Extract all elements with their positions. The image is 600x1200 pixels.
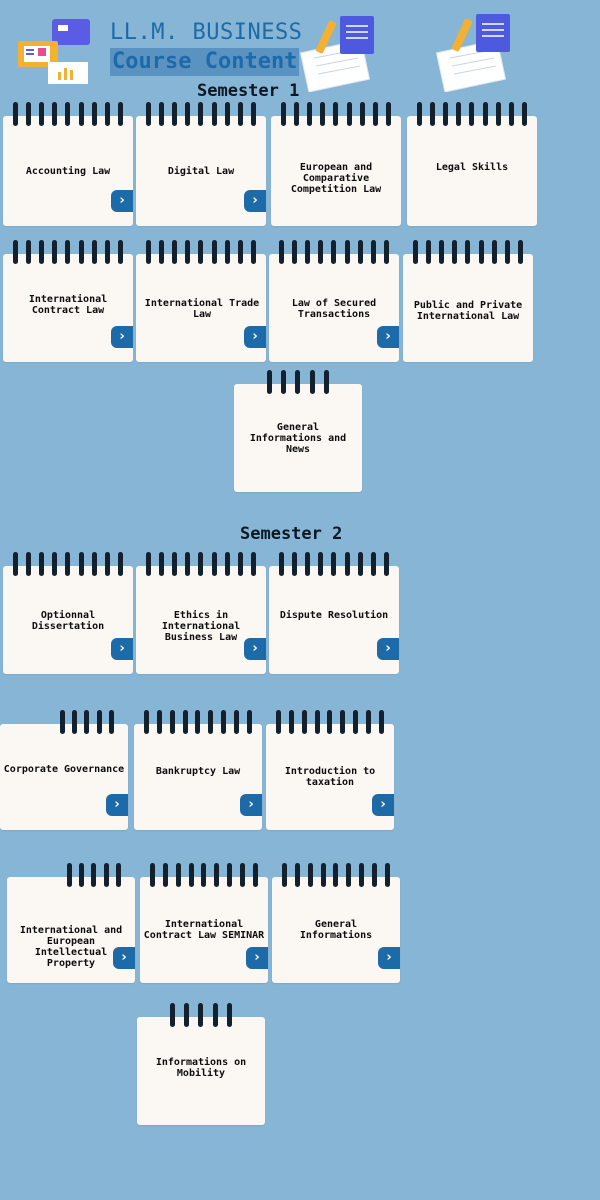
course-card-mobility[interactable]: Informations on Mobility [137, 1003, 265, 1125]
spiral-rings [134, 710, 262, 736]
course-card-international-trade-law[interactable]: International Trade Law › [136, 240, 266, 362]
course-title: General Informations [299, 919, 373, 941]
course-card-introduction-taxation[interactable]: Introduction to taxation › [266, 710, 394, 830]
chevron-right-icon[interactable]: › [111, 190, 133, 212]
spiral-rings [272, 863, 400, 889]
spiral-rings [269, 240, 399, 266]
course-title: Dispute Resolution [279, 610, 389, 621]
course-card-intellectual-property[interactable]: International and European Intellectual … [7, 863, 135, 983]
course-card-bankruptcy-law[interactable]: Bankruptcy Law › [134, 710, 262, 830]
spiral-rings [3, 102, 133, 128]
spiral-rings [403, 240, 533, 266]
spiral-rings [269, 552, 399, 578]
course-card-optionnal-dissertation[interactable]: Optionnal Dissertation › [3, 552, 133, 674]
spiral-rings [407, 102, 537, 128]
chevron-right-icon[interactable]: › [378, 947, 400, 969]
chevron-right-icon[interactable]: › [106, 794, 128, 816]
page-title-line1: LL.M. BUSINESS [110, 20, 303, 45]
spiral-rings [136, 102, 266, 128]
spiral-rings [256, 370, 340, 396]
course-title: Bankruptcy Law [155, 766, 241, 777]
course-title: Introduction to taxation [284, 766, 376, 788]
chevron-right-icon[interactable]: › [111, 326, 133, 348]
course-card-legal-skills[interactable]: Legal Skills [407, 102, 537, 226]
course-title: Digital Law [167, 166, 235, 177]
course-card-competition-law[interactable]: European and Comparative Competition Law [271, 102, 401, 226]
course-card-digital-law[interactable]: Digital Law › [136, 102, 266, 226]
course-title: Corporate Governance [3, 764, 125, 775]
course-title: Accounting Law [25, 166, 111, 177]
spiral-rings [271, 102, 401, 128]
course-card-international-contract-law[interactable]: International Contract Law › [3, 240, 133, 362]
business-illustration-icon [18, 19, 90, 84]
spiral-rings [136, 240, 266, 266]
course-card-corporate-governance[interactable]: Corporate Governance › [0, 710, 128, 830]
spiral-rings [136, 552, 266, 578]
course-card-secured-transactions[interactable]: Law of Secured Transactions › [269, 240, 399, 362]
chevron-right-icon[interactable]: › [240, 794, 262, 816]
spiral-rings [50, 710, 124, 736]
course-title: Legal Skills [435, 162, 509, 173]
course-title: International Trade Law [144, 298, 260, 320]
course-card-accounting-law[interactable]: Accounting Law › [3, 102, 133, 226]
course-title: Public and Private International Law [413, 300, 523, 322]
notepad-pencil-icon [435, 14, 510, 93]
chevron-right-icon[interactable]: › [246, 947, 268, 969]
course-title: European and Comparative Competition Law [290, 162, 382, 195]
chevron-right-icon[interactable]: › [377, 326, 399, 348]
course-card-public-private-international-law[interactable]: Public and Private International Law [403, 240, 533, 362]
course-card-contract-law-seminar[interactable]: International Contract Law SEMINAR › [140, 863, 268, 983]
chevron-right-icon[interactable]: › [113, 947, 135, 969]
chevron-right-icon[interactable]: › [244, 638, 266, 660]
course-card-general-informations-news[interactable]: General Informations and News [234, 370, 362, 492]
spiral-rings [3, 240, 133, 266]
chevron-right-icon[interactable]: › [372, 794, 394, 816]
course-title: Ethics in International Business Law [161, 610, 241, 643]
notepad-pencil-illustration-2 [435, 12, 516, 93]
chevron-right-icon[interactable]: › [244, 190, 266, 212]
spiral-rings [57, 863, 131, 889]
course-title: Optionnal Dissertation [31, 610, 105, 632]
course-title: International and European Intellectual … [19, 925, 123, 969]
course-title: Informations on Mobility [155, 1057, 247, 1079]
spiral-rings [3, 552, 133, 578]
course-title: International Contract Law [28, 294, 108, 316]
chevron-right-icon[interactable]: › [377, 638, 399, 660]
course-title: General Informations and News [249, 422, 347, 455]
chevron-right-icon[interactable]: › [111, 638, 133, 660]
notepad-pencil-icon [299, 16, 374, 93]
course-card-ethics[interactable]: Ethics in International Business Law › [136, 552, 266, 674]
course-card-general-informations[interactable]: General Informations › [272, 863, 400, 983]
course-title: Law of Secured Transactions [291, 298, 377, 320]
course-title: International Contract Law SEMINAR [143, 919, 265, 941]
spiral-rings [159, 1003, 243, 1029]
chevron-right-icon[interactable]: › [244, 326, 266, 348]
notepad-pencil-illustration [299, 12, 380, 93]
spiral-rings [140, 863, 268, 889]
course-card-dispute-resolution[interactable]: Dispute Resolution › [269, 552, 399, 674]
semester2-heading: Semester 2 [240, 524, 343, 544]
page-title-line2: Course Content [110, 48, 300, 76]
business-illustration [16, 16, 96, 88]
spiral-rings [266, 710, 394, 736]
semester1-heading: Semester 1 [197, 81, 300, 101]
